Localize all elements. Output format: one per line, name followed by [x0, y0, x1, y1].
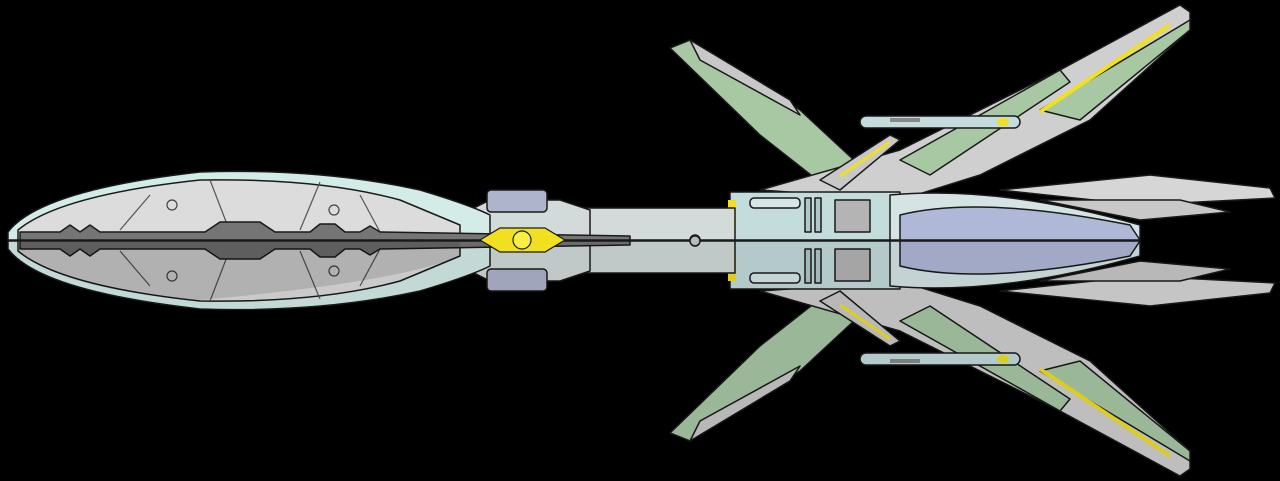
- hull-shadow: [18, 242, 460, 300]
- neck-emblem: [478, 227, 567, 253]
